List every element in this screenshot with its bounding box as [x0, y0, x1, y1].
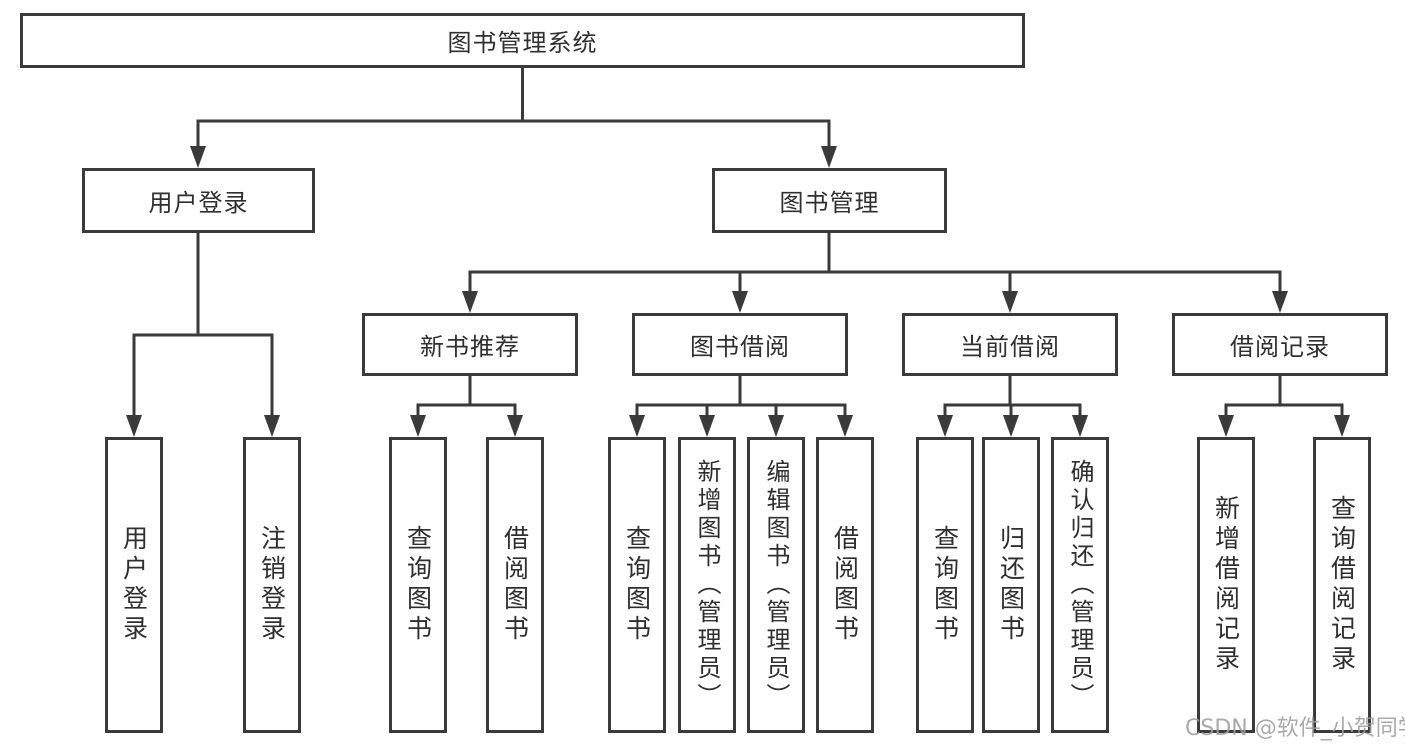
leaf-add-borrow-record: 新增借阅记录 [1197, 437, 1255, 733]
leaf-add-borrow-record-label: 新增借阅记录 [1211, 495, 1241, 675]
leaf-query-book-current: 查询图书 [916, 437, 974, 733]
leaf-query-borrow-record-label: 查询借阅记录 [1327, 495, 1357, 675]
leaf-query-book-current-label: 查询图书 [930, 525, 960, 645]
leaf-borrow-book-label: 借阅图书 [830, 525, 860, 645]
connector-user-login-to-leaves [126, 231, 280, 437]
leaf-logout: 注销登录 [243, 437, 301, 733]
leaf-logout-label: 注销登录 [257, 525, 287, 645]
node-current-borrow-label: 当前借阅 [960, 333, 1060, 361]
node-book-mgmt: 图书管理 [712, 168, 947, 233]
node-borrow-record-label: 借阅记录 [1230, 333, 1330, 361]
connector-book-mgmt-to-level3 [462, 231, 1288, 313]
leaf-edit-book-admin: 编辑图书（管理员） [747, 437, 805, 733]
connector-current-borrow-to-leaves [937, 374, 1088, 437]
node-new-book-rec-label: 新书推荐 [420, 333, 520, 361]
leaf-borrow-book-rec-label: 借阅图书 [500, 525, 530, 645]
leaf-user-login-label: 用户登录 [119, 525, 149, 645]
leaf-query-book-borrow: 查询图书 [608, 437, 666, 733]
leaf-query-book-rec-label: 查询图书 [403, 525, 433, 645]
node-user-login: 用户登录 [82, 168, 315, 233]
node-book-mgmt-label: 图书管理 [779, 189, 880, 217]
node-new-book-rec: 新书推荐 [362, 313, 578, 376]
node-root: 图书管理系统 [20, 13, 1025, 68]
leaf-add-book-admin-label: 新增图书（管理员） [693, 459, 721, 711]
leaf-return-book-label: 归还图书 [996, 525, 1026, 645]
connector-new-book-rec-to-leaves [410, 374, 523, 437]
leaf-query-book-rec: 查询图书 [389, 437, 447, 733]
leaf-query-borrow-record: 查询借阅记录 [1313, 437, 1371, 733]
leaf-add-book-admin: 新增图书（管理员） [678, 437, 736, 733]
leaf-return-book: 归还图书 [982, 437, 1040, 733]
connector-book-borrow-to-leaves [629, 374, 853, 437]
leaf-confirm-return-admin: 确认归还（管理员） [1051, 437, 1109, 733]
connector-borrow-record-to-leaves [1218, 374, 1350, 437]
leaf-confirm-return-admin-label: 确认归还（管理员） [1066, 459, 1094, 711]
leaf-borrow-book-rec: 借阅图书 [486, 437, 544, 733]
leaf-edit-book-admin-label: 编辑图书（管理员） [762, 459, 790, 711]
node-root-label: 图书管理系统 [447, 29, 598, 57]
leaf-borrow-book: 借阅图书 [816, 437, 874, 733]
leaf-user-login: 用户登录 [105, 437, 163, 733]
node-borrow-record: 借阅记录 [1172, 313, 1388, 376]
csdn-watermark: CSDN @软件_小贺同学 [1185, 716, 1405, 741]
leaf-query-book-borrow-label: 查询图书 [622, 525, 652, 645]
node-user-login-label: 用户登录 [148, 189, 249, 217]
node-book-borrow-label: 图书借阅 [690, 333, 790, 361]
node-book-borrow: 图书借阅 [632, 313, 848, 376]
node-current-borrow: 当前借阅 [902, 313, 1118, 376]
connector-root-to-level2 [190, 66, 837, 168]
